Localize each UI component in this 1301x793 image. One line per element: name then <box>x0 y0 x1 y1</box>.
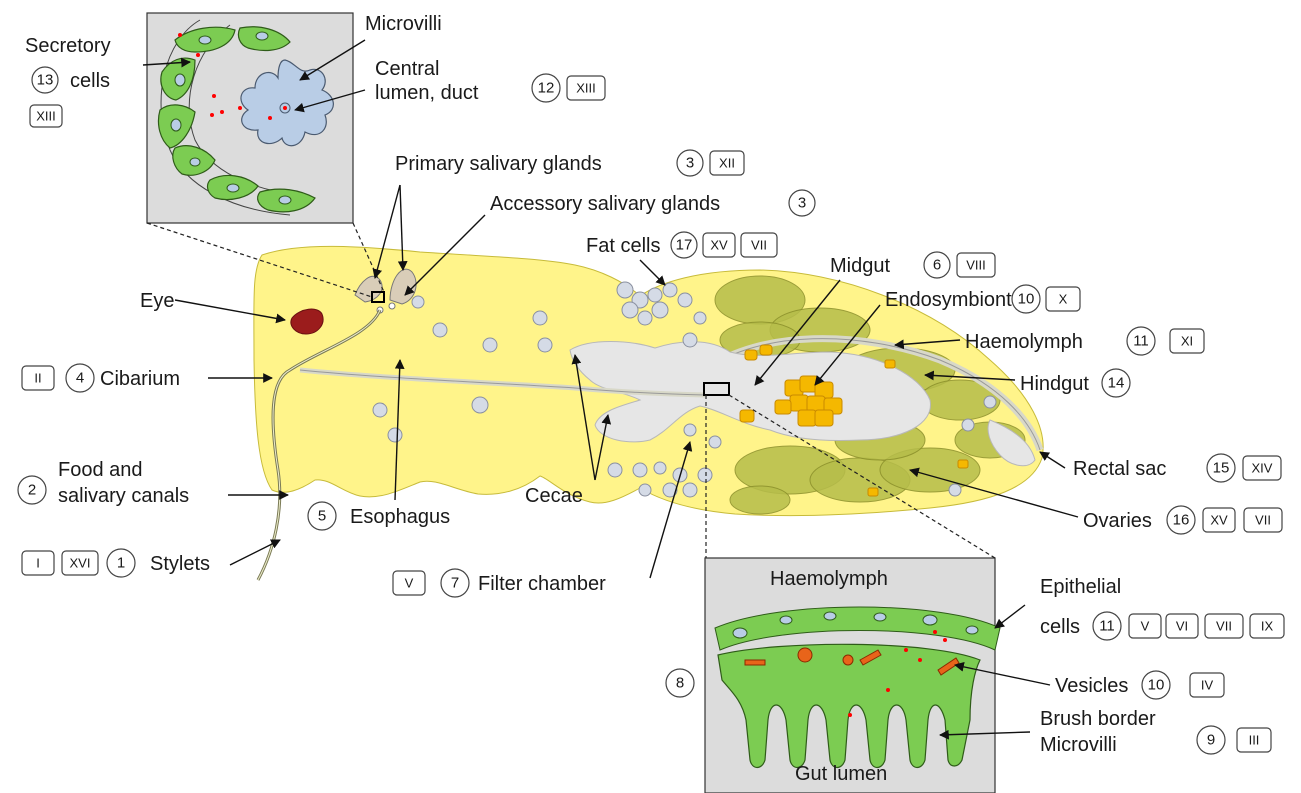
roman-marker: VII <box>751 238 767 253</box>
epithelial-cells-label: Epithelial <box>1040 576 1121 598</box>
roman-marker: XI <box>1181 334 1193 349</box>
arrow-icon <box>995 605 1025 628</box>
number-marker: 13 <box>37 72 54 89</box>
epithelial-cells-label-2: cells <box>1040 616 1080 638</box>
central-lumen-label-2: lumen, duct <box>375 82 479 104</box>
midgut-inset <box>705 558 1000 793</box>
roman-marker: VII <box>1216 619 1232 634</box>
roman-marker: XIII <box>36 109 56 124</box>
arrow-icon <box>1040 452 1065 468</box>
food-canals-label-2: salivary canals <box>58 485 189 507</box>
arrow-icon <box>640 260 665 285</box>
endosymbionts-label: Endosymbionts <box>885 289 1022 311</box>
number-marker: 3 <box>798 195 806 212</box>
stylets-label: Stylets <box>150 553 210 575</box>
roman-marker: XIII <box>576 81 596 96</box>
ovaries-label: Ovaries <box>1083 510 1152 532</box>
number-marker: 11 <box>1133 333 1149 350</box>
roman-marker: I <box>36 556 40 571</box>
number-marker: 3 <box>686 155 694 172</box>
secretory-cells-label: Secretory <box>25 35 111 57</box>
primary-salivary-label: Primary salivary glands <box>395 153 602 175</box>
accessory-salivary-label: Accessory salivary glands <box>490 193 720 215</box>
rectal-sac-label: Rectal sac <box>1073 458 1166 480</box>
number-marker: 17 <box>676 237 693 254</box>
roman-marker: VI <box>1176 619 1188 634</box>
vesicles-label: Vesicles <box>1055 675 1128 697</box>
roman-marker: XIV <box>1252 461 1273 476</box>
number-marker: 8 <box>676 675 684 692</box>
esophagus-label: Esophagus <box>350 506 450 528</box>
brush-border-label-2: Microvilli <box>1040 734 1117 756</box>
roman-marker: VIII <box>966 258 986 273</box>
brush-border-label: Brush border <box>1040 708 1156 730</box>
filter-chamber-label: Filter chamber <box>478 573 606 595</box>
cecae-label: Cecae <box>525 485 583 507</box>
number-marker: 15 <box>1213 460 1230 477</box>
midgut-label: Midgut <box>830 255 890 277</box>
fat-cells-label: Fat cells <box>586 235 660 257</box>
roman-marker: VII <box>1255 513 1271 528</box>
roman-marker: X <box>1059 292 1068 307</box>
roman-marker: XVI <box>70 556 91 571</box>
microvilli-label: Microvilli <box>365 13 442 35</box>
roman-marker: XII <box>719 156 735 171</box>
food-canals-label: Food and <box>58 459 143 481</box>
central-lumen-label: Central <box>375 58 439 80</box>
roman-marker: V <box>405 576 414 591</box>
number-marker: 9 <box>1207 732 1215 749</box>
roman-marker: III <box>1249 733 1260 748</box>
roman-marker: XV <box>1210 513 1228 528</box>
number-marker: 7 <box>451 575 459 592</box>
inset-haemolymph-label: Haemolymph <box>770 568 888 590</box>
number-marker: 5 <box>318 508 326 525</box>
roman-marker: IX <box>1261 619 1274 634</box>
number-marker: 2 <box>28 482 36 499</box>
cibarium-label: Cibarium <box>100 368 180 390</box>
eye-label: Eye <box>140 290 174 312</box>
roman-marker: V <box>1141 619 1150 634</box>
arrow-icon <box>230 540 280 565</box>
roman-marker: IV <box>1201 678 1214 693</box>
number-marker: 1 <box>117 555 125 572</box>
number-marker: 6 <box>933 257 941 274</box>
number-marker: 11 <box>1099 618 1115 635</box>
number-marker: 4 <box>76 370 84 387</box>
salivary-gland-inset <box>147 13 353 223</box>
gut-lumen-label: Gut lumen <box>795 763 887 785</box>
number-marker: 14 <box>1108 375 1125 392</box>
number-marker: 10 <box>1018 291 1035 308</box>
roman-marker: XV <box>710 238 728 253</box>
hindgut-label: Hindgut <box>1020 373 1089 395</box>
secretory-cells-label-2: cells <box>70 70 110 92</box>
roman-marker: II <box>34 371 41 386</box>
number-marker: 10 <box>1148 677 1165 694</box>
number-marker: 16 <box>1173 512 1190 529</box>
number-marker: 12 <box>538 80 555 97</box>
haemolymph-label: Haemolymph <box>965 331 1083 353</box>
